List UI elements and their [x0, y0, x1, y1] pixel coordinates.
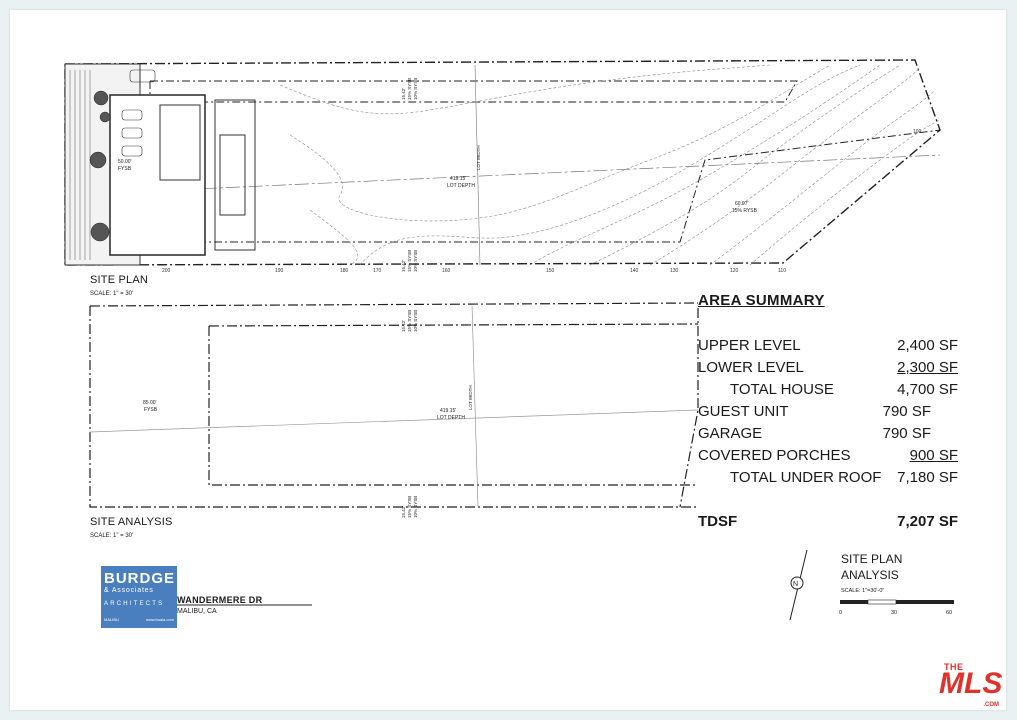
tdsf-value: 7,207 SF [897, 513, 958, 530]
site-plan-lot-width-label: LOT WIDTH [476, 145, 481, 170]
area-row-label: GARAGE [698, 425, 763, 442]
contour-label: 140 [630, 268, 639, 274]
bar-scale [840, 599, 954, 605]
project-location: MALIBU, CA [177, 608, 217, 615]
contour-label: 100 [913, 129, 922, 135]
north-letter: N [793, 581, 798, 588]
mls-logo: MLS [939, 667, 1003, 700]
area-row-value: 790 SF [882, 403, 931, 420]
analysis-fysb-label: FYSB [144, 407, 158, 413]
site-analysis-title: SITE ANALYSIS [90, 516, 173, 528]
area-row-label: GUEST UNIT [698, 403, 789, 420]
bar-scale-tick: 60 [946, 610, 952, 616]
site-plan-rysb-label: 15% RYSB [732, 208, 758, 214]
project-name: WANDERMERE DR [177, 595, 263, 605]
site-plan-side-yard-3: 10% SYSB [413, 78, 418, 100]
north-arrow-icon [789, 549, 808, 621]
mls-com: .COM [983, 702, 999, 708]
bar-scale-tick: 0 [839, 610, 842, 616]
firm-logo: BURDGE & Associates ARCHITECTS MALIBU ww… [101, 566, 177, 628]
contour-label: 200 [162, 268, 171, 274]
contour-label: 150 [546, 268, 555, 274]
site-plan-side-yard-1: 15.42' [401, 88, 406, 100]
area-summary-title: AREA SUMMARY [698, 292, 825, 309]
analysis-lot-depth: 419.15' [440, 408, 456, 414]
drawing-sheet: 419.15' LOT DEPTH 50.00' FYSB 60.97' 15%… [10, 10, 1006, 710]
area-row-value: 790 SF [882, 425, 931, 442]
firm-architects: ARCHITECTS [104, 601, 165, 607]
area-row-value: 2,300 SF [897, 359, 958, 376]
site-plan-title: SITE PLAN [90, 274, 149, 286]
contour-label: 110 [778, 268, 786, 274]
site-plan-fysb: 50.00' [118, 159, 132, 165]
contour-label: 180 [340, 268, 349, 274]
firm-web: www.buaia.com [145, 617, 174, 622]
site-plan-lot-depth: 419.15' [450, 176, 466, 182]
analysis-side-yard-1: 15.42' [401, 320, 406, 332]
mls-watermark: THE MLS .COM [939, 662, 1003, 708]
site-plan-lot-depth-label: LOT DEPTH [447, 183, 475, 189]
firm-name: BURDGE [104, 570, 176, 587]
contour-label: 190 [275, 268, 284, 274]
analysis-side-yard-3: 10% SYSB [413, 310, 418, 332]
site-analysis-scale: SCALE: 1" = 30' [90, 533, 134, 539]
analysis-side-yard-2: 15% SYSB [407, 310, 412, 332]
area-row-label: LOWER LEVEL [698, 359, 804, 376]
site-plan-side-yard-4: 15.42' [401, 260, 406, 272]
area-row-label: TOTAL HOUSE [730, 381, 834, 398]
site-plan-scale: SCALE: 1" = 30' [90, 291, 134, 297]
site-plan-fysb-label: FYSB [118, 166, 132, 172]
analysis-lot-width-label: LOT WIDTH [468, 385, 473, 410]
site-plan-side-yard-5: 15% SYSB [407, 250, 412, 272]
tdsf-label: TDSF [698, 513, 738, 530]
area-row-value: 2,400 SF [897, 337, 958, 354]
site-plan-rysb: 60.97' [735, 201, 749, 207]
area-row-value: 900 SF [909, 447, 958, 464]
firm-associates: & Associates [104, 587, 154, 594]
area-row-label: COVERED PORCHES [698, 447, 851, 464]
contour-label: 130 [670, 268, 679, 274]
firm-city: MALIBU [104, 617, 119, 622]
analysis-side-yard-4: 15.42' [401, 506, 406, 518]
contour-label: 120 [730, 268, 739, 274]
contour-label: 170 [373, 268, 382, 274]
mls-the: THE [944, 662, 964, 672]
area-row-label: UPPER LEVEL [698, 337, 801, 354]
site-plan-side-yard-6: 10% SYSB [413, 250, 418, 272]
bar-scale-label: SCALE: 1"=30'-0" [841, 588, 885, 594]
site-plan-side-yard-2: 15% SYSB [407, 78, 412, 100]
analysis-side-yard-6: 10% SYSB [413, 496, 418, 518]
area-row-value: 4,700 SF [897, 381, 958, 398]
analysis-fysb: 85.00' [143, 400, 157, 406]
sheet-title-1: SITE PLAN [841, 552, 903, 566]
site-plan-drawing: 419.15' LOT DEPTH 50.00' FYSB 60.97' 15%… [64, 59, 954, 621]
bar-scale-tick: 30 [891, 610, 897, 616]
analysis-side-yard-5: 15% SYSB [407, 496, 412, 518]
analysis-lot-depth-label: LOT DEPTH [437, 415, 465, 421]
area-row-label: TOTAL UNDER ROOF [730, 469, 882, 486]
area-row-value: 7,180 SF [897, 469, 958, 486]
contour-label: 160 [442, 268, 451, 274]
sheet-title-2: ANALYSIS [841, 568, 899, 582]
